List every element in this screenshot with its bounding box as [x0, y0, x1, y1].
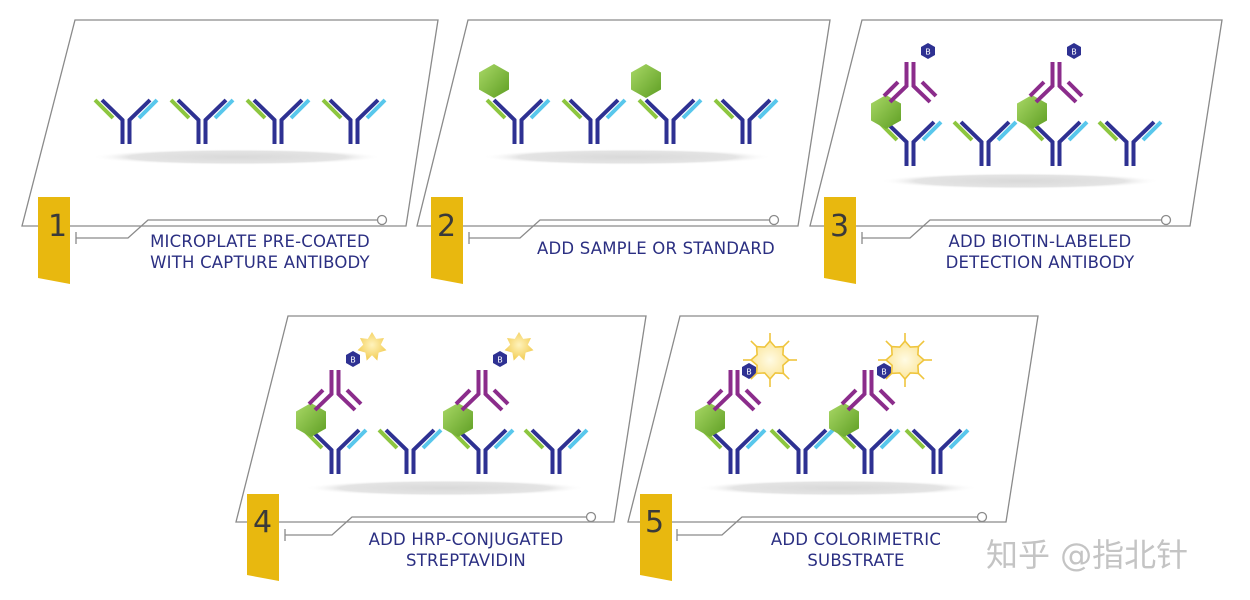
step-2-number: 2 [437, 209, 456, 244]
step-5-number: 5 [645, 505, 664, 540]
watermark: 知乎 @指北针 [986, 536, 1189, 574]
step-2-endpoint [768, 214, 780, 226]
step-4-label-line2: STREPTAVIDIN [406, 551, 526, 570]
step-3-connector [862, 219, 1162, 239]
panel-1: 1 [21, 19, 439, 284]
plate-well-shadow [698, 480, 978, 496]
step-4-label: ADD HRP-CONJUGATED STREPTAVIDIN [316, 529, 616, 571]
step-2-tab [431, 197, 463, 284]
step-1-tab [38, 197, 70, 284]
biotin-label: B [1071, 48, 1077, 57]
biotin-label: B [497, 356, 503, 365]
panel-2: 2 [416, 19, 831, 284]
step-4-connector [285, 516, 587, 536]
step-1-endpoint [376, 214, 388, 226]
plate-well-shadow [482, 149, 772, 165]
step-2-label-line1: ADD SAMPLE OR STANDARD [537, 239, 775, 258]
step-5-label-line1: ADD COLORIMETRIC [770, 530, 942, 549]
biotin-label: B [350, 356, 356, 365]
panel-4: B B 4 [235, 315, 647, 581]
step-5-tab [640, 494, 672, 581]
step-1-number: 1 [48, 209, 67, 244]
step-1-connector [76, 219, 378, 239]
plate-well-shadow [92, 149, 382, 165]
panel-3: B B 3 [809, 19, 1223, 284]
plate-well-shadow [880, 173, 1160, 189]
step-3-label-line1: ADD BIOTIN-LABELED [948, 232, 1132, 251]
step-5-label: ADD COLORIMETRIC SUBSTRATE [706, 529, 1006, 571]
biotin-label: B [925, 48, 931, 57]
step-5-connector [677, 516, 978, 536]
biotin-label: B [746, 368, 752, 377]
step-4-tab [247, 494, 279, 581]
panel-5: B B 5 [627, 315, 1039, 581]
step-5-endpoint [976, 511, 988, 523]
substrate-icon [877, 332, 933, 388]
step-4-label-line1: ADD HRP-CONJUGATED [368, 530, 564, 549]
step-3-label: ADD BIOTIN-LABELED DETECTION ANTIBODY [890, 231, 1190, 273]
plate-well-shadow [305, 480, 585, 496]
substrate-icon [742, 332, 798, 388]
step-1-label-line2: WITH CAPTURE ANTIBODY [150, 253, 370, 272]
step-1-label-line1: MICROPLATE PRE-COATED [150, 232, 370, 251]
step-2-connector [469, 219, 770, 239]
step-3-number: 3 [830, 209, 849, 244]
step-4-endpoint [585, 511, 597, 523]
step-4-number: 4 [253, 505, 272, 540]
step-2-label: ADD SAMPLE OR STANDARD [506, 238, 806, 259]
step-1-label: MICROPLATE PRE-COATED WITH CAPTURE ANTIB… [110, 231, 410, 273]
step-3-endpoint [1160, 214, 1172, 226]
step-5-label-line2: SUBSTRATE [807, 551, 905, 570]
step-3-tab [824, 197, 856, 284]
biotin-label: B [881, 368, 887, 377]
step-3-label-line2: DETECTION ANTIBODY [945, 253, 1135, 272]
